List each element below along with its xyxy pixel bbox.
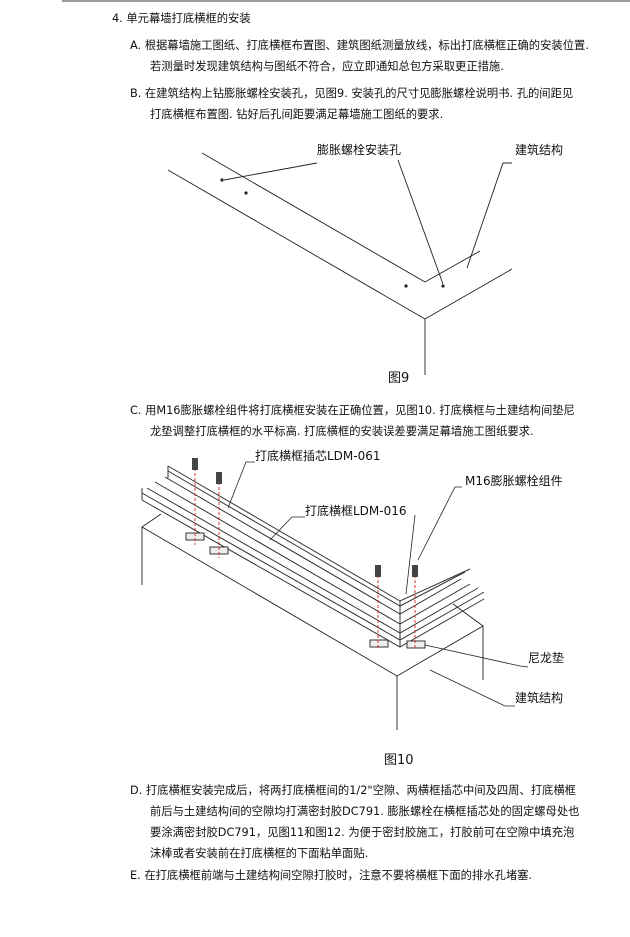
leader-holes-2	[397, 159, 444, 285]
fig10-label-bolt: M16膨胀螺栓组件	[465, 474, 563, 488]
page-top-rule	[62, 0, 630, 2]
bolt-hole	[220, 178, 224, 182]
item-b-line2: 打底横框布置图. 钻好后孔间距要满足幕墙施工图纸的要求.	[150, 108, 444, 121]
leader-structure	[466, 162, 512, 269]
fig10-label-frame: 打底横框LDM-016	[305, 504, 407, 518]
leaders	[227, 461, 529, 707]
building-structure-block	[141, 513, 484, 730]
item-d-line4: 沫棒或者安装前在打底横框的下面粘单面贴.	[150, 847, 369, 860]
bolt-nuts	[192, 458, 418, 577]
item-a-line2: 若测量时发现建筑结构与图纸不符合，应立即通知总包方采取更正措施.	[150, 60, 504, 73]
bolt-hole	[441, 284, 445, 288]
nylon-pads	[185, 532, 426, 649]
leader-holes-1	[223, 162, 318, 181]
fig10-label-insert: 打底横框插芯LDM-061	[255, 449, 381, 463]
expansion-bolts	[194, 458, 416, 650]
bolt-hole	[404, 284, 408, 288]
fig10-label-pad: 尼龙垫	[528, 651, 565, 665]
fig9-label-holes: 膨胀螺栓安装孔	[317, 143, 402, 157]
section-heading: 4. 单元幕墙打底横框的安装	[112, 12, 251, 25]
item-b-line1: B. 在建筑结构上钻膨胀螺栓安装孔，见图9. 安装孔的尺寸见膨胀螺栓说明书. 孔…	[130, 87, 574, 100]
item-c-line1: C. 用M16膨胀螺栓组件将打底横框安装在正确位置，见图10. 打底横框与土建结…	[130, 404, 575, 417]
fig10-label-structure: 建筑结构	[515, 691, 564, 705]
fig9-caption: 图9	[388, 371, 410, 386]
fig9-label-structure: 建筑结构	[515, 143, 564, 157]
slab-inner-edge	[201, 152, 481, 283]
item-e-line1: E. 在打底横框前端与土建结构间空隙打胶时，注意不要将横框下面的排水孔堵塞.	[130, 869, 533, 882]
item-d-line2: 前后与土建结构间的空隙均打满密封胶DC791. 膨胀螺栓在横框插芯处的固定螺母处…	[150, 805, 580, 818]
item-d-line3: 要涂满密封胶DC791，见图11和图12. 为便于密封胶施工，打胶前可在空隙中填…	[150, 826, 575, 839]
item-a-line1: A. 根据幕墙施工图纸、打底横框布置图、建筑图纸测量放线，标出打底横框正确的安装…	[130, 39, 589, 52]
item-d-line1: D. 打底横框安装完成后，将两打底横框间的1/2"空隙、两横框插芯中间及四周、打…	[130, 784, 576, 797]
bolt-hole	[244, 191, 248, 195]
item-c-line2: 龙垫调整打底横框的水平标高. 打底横框的安装误差要满足幕墙施工图纸要求.	[150, 425, 534, 438]
fig10-caption: 图10	[384, 753, 414, 768]
